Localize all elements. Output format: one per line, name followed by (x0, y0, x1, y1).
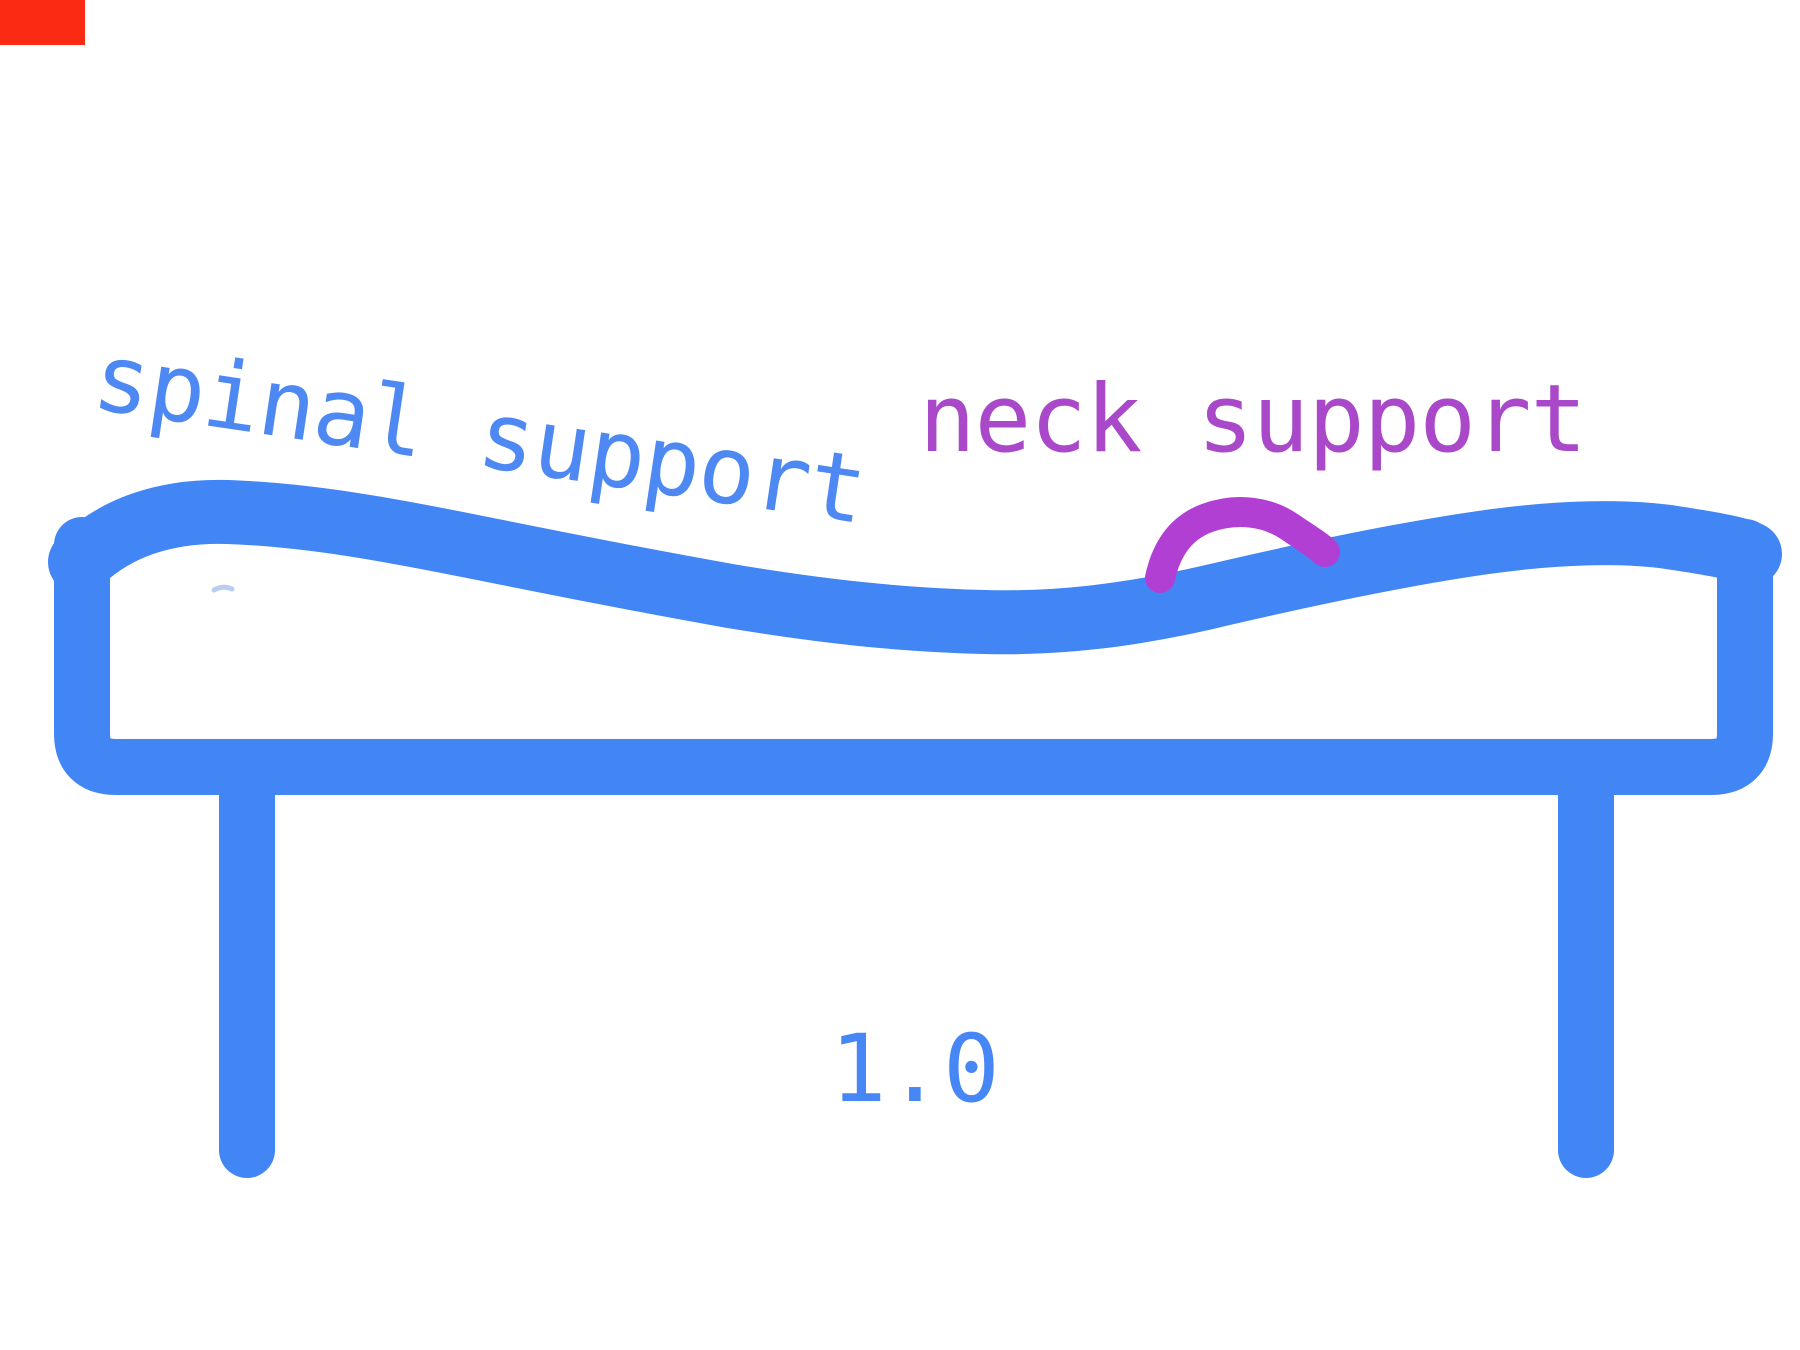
stray-mark (211, 584, 235, 593)
red-marker (0, 0, 85, 45)
neck-support-label: neck support (919, 365, 1586, 474)
mattress-surface-line (48, 479, 1782, 655)
neck-support-arc (1145, 497, 1340, 593)
bed-frame (54, 517, 1773, 795)
scale-value-label: 1.0 (830, 1015, 1000, 1124)
